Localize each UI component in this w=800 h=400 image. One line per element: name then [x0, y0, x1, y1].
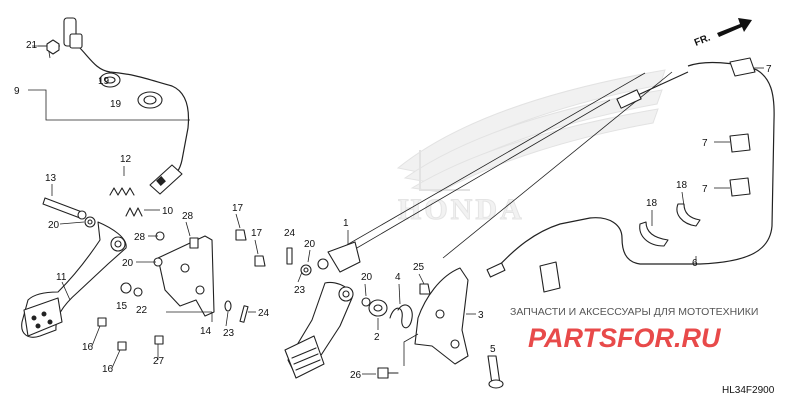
spring-12: [109, 187, 135, 196]
callout-20: 20: [361, 272, 373, 283]
callout-28: 28: [134, 232, 146, 243]
cable-end: [486, 89, 642, 278]
clamp-7-mid: [729, 133, 751, 153]
clamp-19-lower: [137, 91, 163, 109]
callout-17: 17: [232, 203, 244, 214]
callout-16: 16: [102, 364, 114, 375]
band-18-right: [676, 203, 701, 227]
shop-watermark: ЗАПЧАСТИ И АКСЕССУАРЫ ДЛЯ МОТОТЕХНИКИ PA…: [510, 306, 758, 353]
callout-23: 23: [294, 285, 306, 296]
callout-7: 7: [702, 138, 708, 149]
callout-18: 18: [646, 198, 658, 209]
callout-13: 13: [45, 173, 57, 184]
pedal-bracket: [157, 235, 215, 317]
honda-wordmark: HONDA: [398, 193, 525, 226]
clamp-19-upper: [99, 72, 121, 88]
accelerator-pedal: [284, 281, 354, 379]
callout-11: 11: [56, 272, 67, 283]
callout-25: 25: [413, 262, 425, 273]
honda-watermark: HONDA: [396, 69, 666, 227]
callout-12: 12: [120, 154, 132, 165]
pin-13: [42, 197, 87, 220]
front-arrow-icon: [717, 18, 752, 37]
callout-7: 7: [766, 64, 772, 75]
accelerator-bracket-3: [414, 267, 469, 365]
callout-19: 19: [98, 76, 110, 87]
reference-lines: [28, 45, 673, 259]
bolt-26: [377, 367, 399, 379]
clamp-lower: [539, 261, 561, 293]
brake-switch-harness: [77, 45, 190, 179]
callout-leaders: [51, 67, 764, 375]
bolts-left: [97, 229, 266, 351]
washer-20-center: [300, 264, 312, 276]
callout-24: 24: [284, 228, 296, 239]
callout-17: 17: [251, 228, 263, 239]
callout-18: 18: [676, 180, 688, 191]
callout-7: 7: [702, 184, 708, 195]
washer-20: [84, 216, 96, 228]
callout-9: 9: [14, 86, 20, 97]
callout-1: 1: [343, 218, 349, 229]
callout-15: 15: [116, 301, 128, 312]
callout-21: 21: [26, 40, 38, 51]
bolt-21: [46, 39, 60, 55]
callout-20: 20: [122, 258, 134, 269]
callout-3: 3: [478, 310, 484, 321]
callout-27: 27: [153, 356, 165, 367]
callout-16: 16: [82, 342, 94, 353]
callout-19: 19: [110, 99, 122, 110]
washer-20-right: [361, 297, 371, 307]
callout-26: 26: [350, 370, 362, 381]
shop-tagline: ЗАПЧАСТИ И АКСЕССУАРЫ ДЛЯ МОТОТЕХНИКИ: [510, 306, 758, 318]
stop-switch: [149, 164, 183, 195]
bushing-2: [368, 299, 388, 317]
callout-labels: 21 9 19 19 12 13 10 20 28 28 17 17 20 11…: [14, 40, 772, 381]
callout-2: 2: [374, 332, 380, 343]
callout-23: 23: [223, 328, 235, 339]
callout-24: 24: [258, 308, 270, 319]
callout-14: 14: [200, 326, 212, 337]
clamp-7-top: [729, 57, 756, 77]
callout-10: 10: [162, 206, 174, 217]
callout-5: 5: [490, 344, 496, 355]
clamp-7-low: [729, 177, 751, 197]
front-label: FR.: [693, 32, 712, 48]
callout-4: 4: [395, 272, 401, 283]
accelerator-bracket-1: [327, 241, 361, 273]
collar-23-center: [317, 258, 329, 270]
honda-wing-logo: [396, 69, 666, 193]
bolt-25: [419, 283, 431, 295]
callout-22: 22: [136, 305, 148, 316]
callout-20: 20: [48, 220, 60, 231]
callout-6: 6: [692, 258, 698, 269]
callout-28: 28: [182, 211, 194, 222]
pin-5: [487, 355, 504, 389]
spring-10: [125, 207, 143, 217]
pin-24-center: [286, 247, 293, 265]
brake-switch: [63, 17, 83, 49]
callout-20: 20: [304, 239, 316, 250]
spring-4: [389, 304, 413, 329]
shop-brand: PARTSFOR.RU: [528, 323, 722, 353]
diagram-code: HL34F2900: [722, 385, 775, 396]
front-direction-indicator: FR.: [693, 18, 752, 49]
band-18-left: [639, 221, 669, 247]
brake-pedal: [21, 221, 127, 338]
